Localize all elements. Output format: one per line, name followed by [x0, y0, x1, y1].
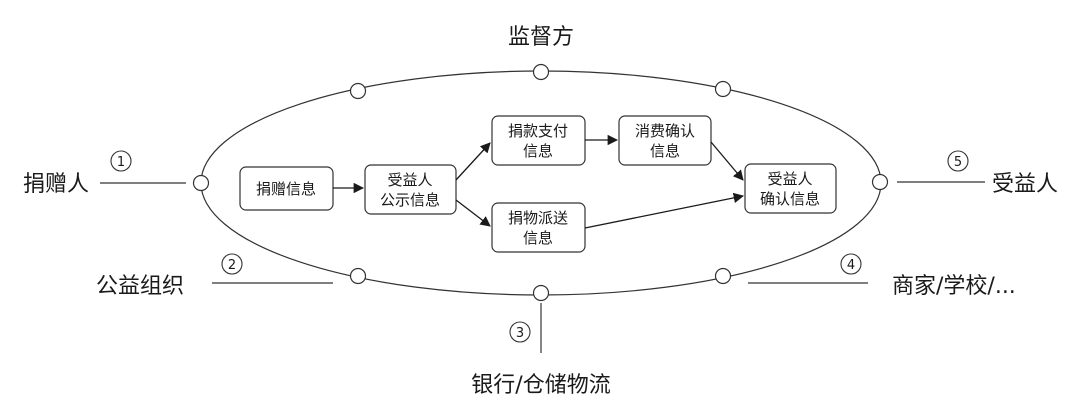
box-payment-line2: 信息	[523, 142, 553, 160]
marker-digit-5: 5	[954, 155, 962, 170]
box-consumption	[618, 115, 712, 166]
marker-5	[947, 150, 969, 172]
marker-digit-1: 1	[117, 155, 125, 170]
box-donation-info-text: 捐赠信息	[256, 180, 316, 198]
ring-node-bottom-right	[714, 267, 732, 285]
box-beneficiary-confirm	[744, 163, 837, 214]
box-payment-line1: 捐款支付	[508, 122, 568, 140]
ring-node-top-left	[349, 82, 367, 100]
label-bank-logistics: 银行/仓储物流	[471, 373, 610, 398]
box-beneficiary-public-line2: 公示信息	[380, 191, 440, 209]
ring-node-top-right	[714, 80, 732, 98]
label-supervisor: 监督方	[508, 25, 574, 50]
arrow-dispatch-to-confirm	[584, 192, 745, 229]
ring-node-bottom	[532, 284, 550, 302]
ring-nodes	[192, 63, 889, 302]
marker-digit-3: 3	[516, 326, 524, 341]
box-dispatch-line1: 捐物派送	[508, 209, 568, 227]
marker-1	[110, 150, 132, 172]
marker-4	[840, 253, 862, 275]
marker-2	[221, 253, 243, 275]
box-beneficiary-public-line1: 受益人	[387, 171, 432, 189]
box-beneficiary-public	[364, 164, 457, 215]
marker-3	[509, 321, 531, 343]
arrow-public-to-dispatch	[455, 199, 491, 227]
box-beneficiary-confirm-line2: 确认信息	[760, 190, 820, 208]
step-markers	[110, 150, 969, 343]
label-charity-org: 公益组织	[96, 274, 184, 299]
label-donor: 捐赠人	[23, 172, 89, 197]
box-consumption-line1: 消费确认	[635, 122, 695, 140]
flow-arrows	[333, 134, 745, 229]
arrow-consumption-to-confirm	[710, 141, 744, 181]
marker-digit-4: 4	[847, 258, 855, 273]
label-beneficiary: 受益人	[992, 172, 1058, 197]
ring-node-top	[532, 63, 550, 81]
marker-digit-2: 2	[228, 258, 236, 273]
box-dispatch-line2: 信息	[523, 229, 553, 247]
ring-node-bottom-left	[349, 267, 367, 285]
label-merchant-school: 商家/学校/...	[892, 274, 1016, 299]
arrow-public-to-payment	[455, 142, 491, 181]
box-beneficiary-confirm-line1: 受益人	[767, 170, 812, 188]
box-consumption-line2: 信息	[650, 142, 680, 160]
flow-boxes	[239, 115, 837, 253]
step-marker-digits: 1 2 3 4 5	[117, 155, 962, 341]
ring-node-left	[192, 174, 210, 192]
ring-node-right	[871, 173, 889, 191]
external-connectors	[100, 181, 985, 353]
